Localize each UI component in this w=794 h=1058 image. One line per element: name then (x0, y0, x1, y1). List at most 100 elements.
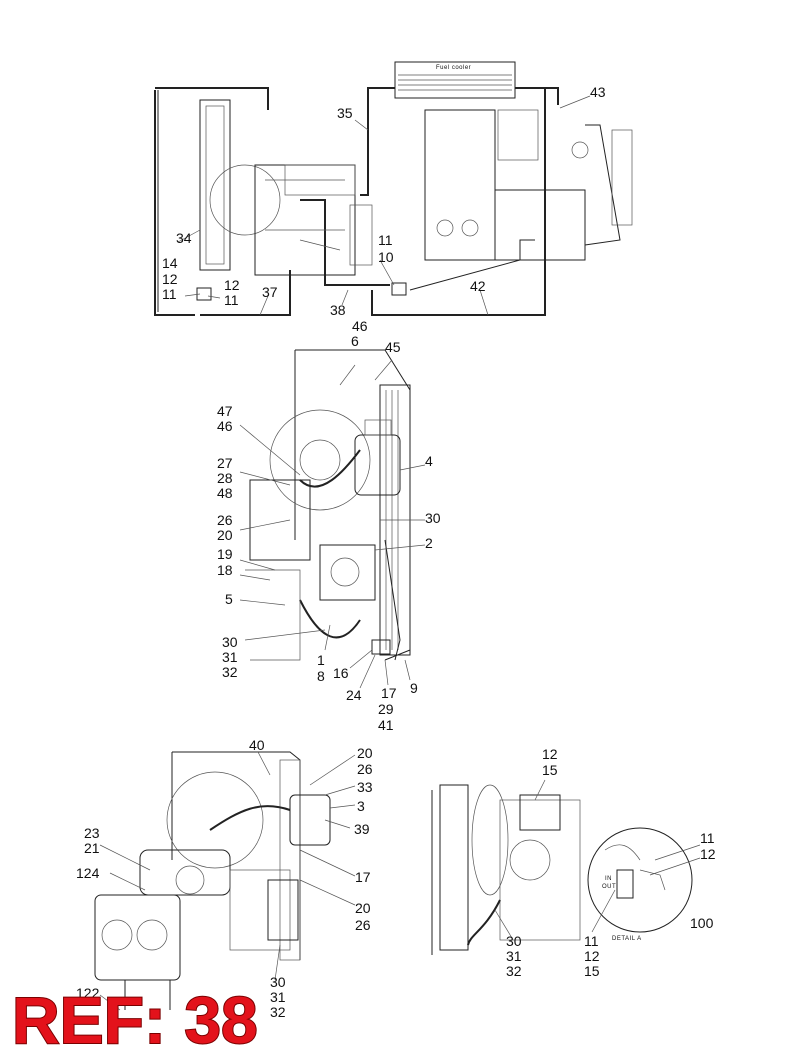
callout-10: 10 (378, 249, 394, 265)
callout-5: 5 (225, 591, 233, 607)
callout-12: 12 (700, 846, 716, 862)
callout-26: 26 (355, 917, 371, 933)
callout-26: 26 (217, 512, 233, 528)
callout-32: 32 (270, 1004, 286, 1020)
fuel-cooler-label: Fuel cooler (436, 65, 471, 71)
fuel-line-tank (409, 239, 535, 291)
engine-lower (245, 569, 301, 661)
callout-11: 11 (224, 292, 239, 308)
callout-122: 122 (76, 985, 100, 1001)
tank-cap (571, 141, 589, 159)
ref-badge: REF: 38 (12, 983, 258, 1053)
fuel-line-35 (360, 87, 395, 196)
expansion-tank (354, 434, 401, 496)
detail-caption: DETAIL A (612, 936, 642, 942)
callout-20: 20 (355, 900, 371, 916)
detail-a-lines (604, 844, 666, 891)
cooling-fan (209, 164, 281, 236)
leader-lines-middle (239, 359, 426, 689)
thermostat (330, 557, 360, 587)
leader-lines-bottom-left (99, 751, 356, 1011)
engine-side-view-panel: 40 20 26 33 3 39 23 21 124 17 20 26 122 … (76, 737, 373, 1020)
fuel-line-left (154, 90, 195, 316)
hose-right (467, 899, 501, 946)
engine-body-left (229, 869, 291, 951)
radiator-shroud (295, 349, 411, 661)
callout-20: 20 (217, 527, 233, 543)
fuel-line-42 (371, 87, 546, 316)
callout-30: 30 (270, 974, 286, 990)
callout-40: 40 (249, 737, 265, 753)
callout-21: 21 (84, 840, 100, 856)
fuel-cooler (394, 61, 516, 99)
fan-bottom (166, 771, 264, 869)
callout-46: 46 (352, 318, 368, 334)
fuel-fitting-left (196, 287, 212, 301)
callout-15: 15 (542, 762, 558, 778)
callout-9: 9 (410, 680, 418, 696)
callout-38: 38 (330, 302, 346, 318)
fuel-tank (494, 189, 586, 261)
coolant-hose (209, 805, 291, 831)
fan-hub (299, 439, 341, 481)
fuel-cooler-fins (398, 74, 512, 91)
callout-33: 33 (357, 779, 373, 795)
radiator-detail-panel: IN OUT DETAIL A 12 15 11 12 100 30 31 32… (431, 746, 716, 979)
callout-47: 47 (217, 403, 233, 419)
callout-23: 23 (84, 825, 100, 841)
callout-1: 1 (317, 652, 325, 668)
callout-17: 17 (355, 869, 371, 885)
thermostat-housing (319, 544, 376, 601)
callout-18: 18 (217, 562, 233, 578)
callout-31: 31 (506, 948, 522, 964)
turbo-air-box (139, 849, 231, 896)
fuel-line-38 (300, 199, 390, 286)
engine-detail (265, 179, 345, 251)
callout-16: 16 (333, 665, 349, 681)
callout-46: 46 (217, 418, 233, 434)
callout-6: 6 (351, 333, 359, 349)
air-cleaner-port (101, 919, 133, 951)
radiator-side (279, 759, 301, 961)
callout-2: 2 (425, 535, 433, 551)
engine-front (249, 479, 311, 561)
callout-11: 11 (700, 830, 715, 846)
callout-12: 12 (584, 948, 600, 964)
radiator-core (205, 105, 225, 265)
callout-41: 41 (378, 717, 394, 733)
callout-29: 29 (378, 701, 394, 717)
callout-35: 35 (337, 105, 353, 121)
callout-24: 24 (346, 687, 362, 703)
callout-37: 37 (262, 284, 278, 300)
callout-26: 26 (357, 761, 373, 777)
detail-in-text: IN (605, 876, 612, 882)
tank-cap-middle (364, 419, 392, 436)
tank-port (461, 219, 479, 237)
callout-8: 8 (317, 668, 325, 684)
fan-right (471, 784, 509, 896)
callout-30: 30 (506, 933, 522, 949)
leader-lines-top (177, 95, 591, 316)
callout-30: 30 (425, 510, 441, 526)
detail-out-text: OUT (602, 884, 616, 890)
fitting-block (519, 794, 561, 831)
callout-15: 15 (584, 963, 600, 979)
callout-42: 42 (470, 278, 486, 294)
engine-block (254, 164, 356, 276)
fuel-fitting (391, 282, 407, 296)
callout-12: 12 (224, 277, 240, 293)
coolant-tank (289, 794, 331, 846)
detail-a-fitting (616, 869, 634, 899)
callout-12: 12 (162, 271, 178, 287)
callout-124: 124 (76, 865, 100, 881)
radiator-assembly-panel: 46 6 45 47 46 4 27 28 48 26 30 20 2 19 1… (217, 318, 441, 733)
callout-32: 32 (506, 963, 522, 979)
engine-block-right (499, 799, 581, 941)
callout-19: 19 (217, 546, 233, 562)
oil-filter (267, 879, 299, 941)
mount-legs (124, 980, 171, 1010)
callout-12: 12 (542, 746, 558, 762)
callout-3: 3 (357, 798, 365, 814)
